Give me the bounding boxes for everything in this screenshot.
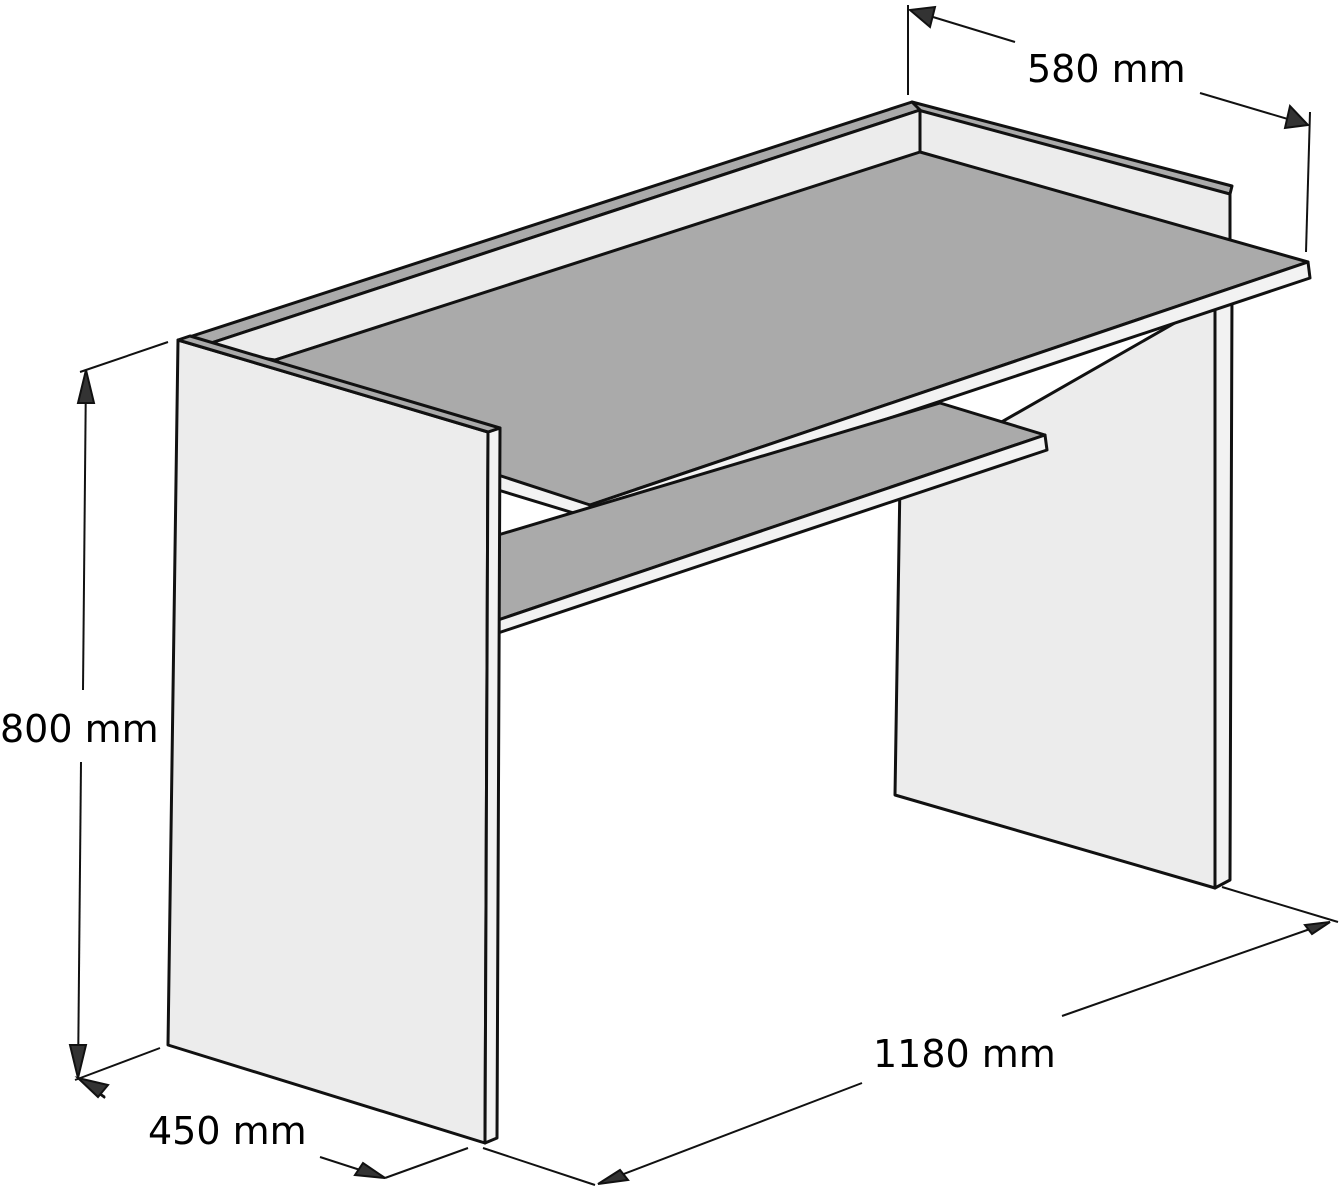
- arrowhead-icon: [76, 369, 96, 404]
- left-panel-edge: [483, 426, 502, 1145]
- arrowhead-icon: [353, 1161, 386, 1179]
- left-side-panel: [166, 338, 490, 1145]
- arrowhead-icon: [597, 1168, 630, 1185]
- arrowhead-icon: [74, 1076, 110, 1099]
- left-panel-top-edge: [176, 334, 502, 434]
- dimension-width-label: 1180 mm: [873, 1032, 1056, 1076]
- arrowhead-icon: [1283, 103, 1311, 130]
- dimension-height-label: 800 mm: [0, 707, 159, 751]
- arrowhead-icon: [1303, 921, 1331, 936]
- arrowhead-icon: [68, 1044, 88, 1079]
- right-panel-edge: [1213, 290, 1234, 890]
- dimension-depth-top-label: 580 mm: [1027, 47, 1186, 91]
- dimension-side-depth-label: 450 mm: [148, 1109, 307, 1153]
- arrowhead-icon: [907, 5, 937, 29]
